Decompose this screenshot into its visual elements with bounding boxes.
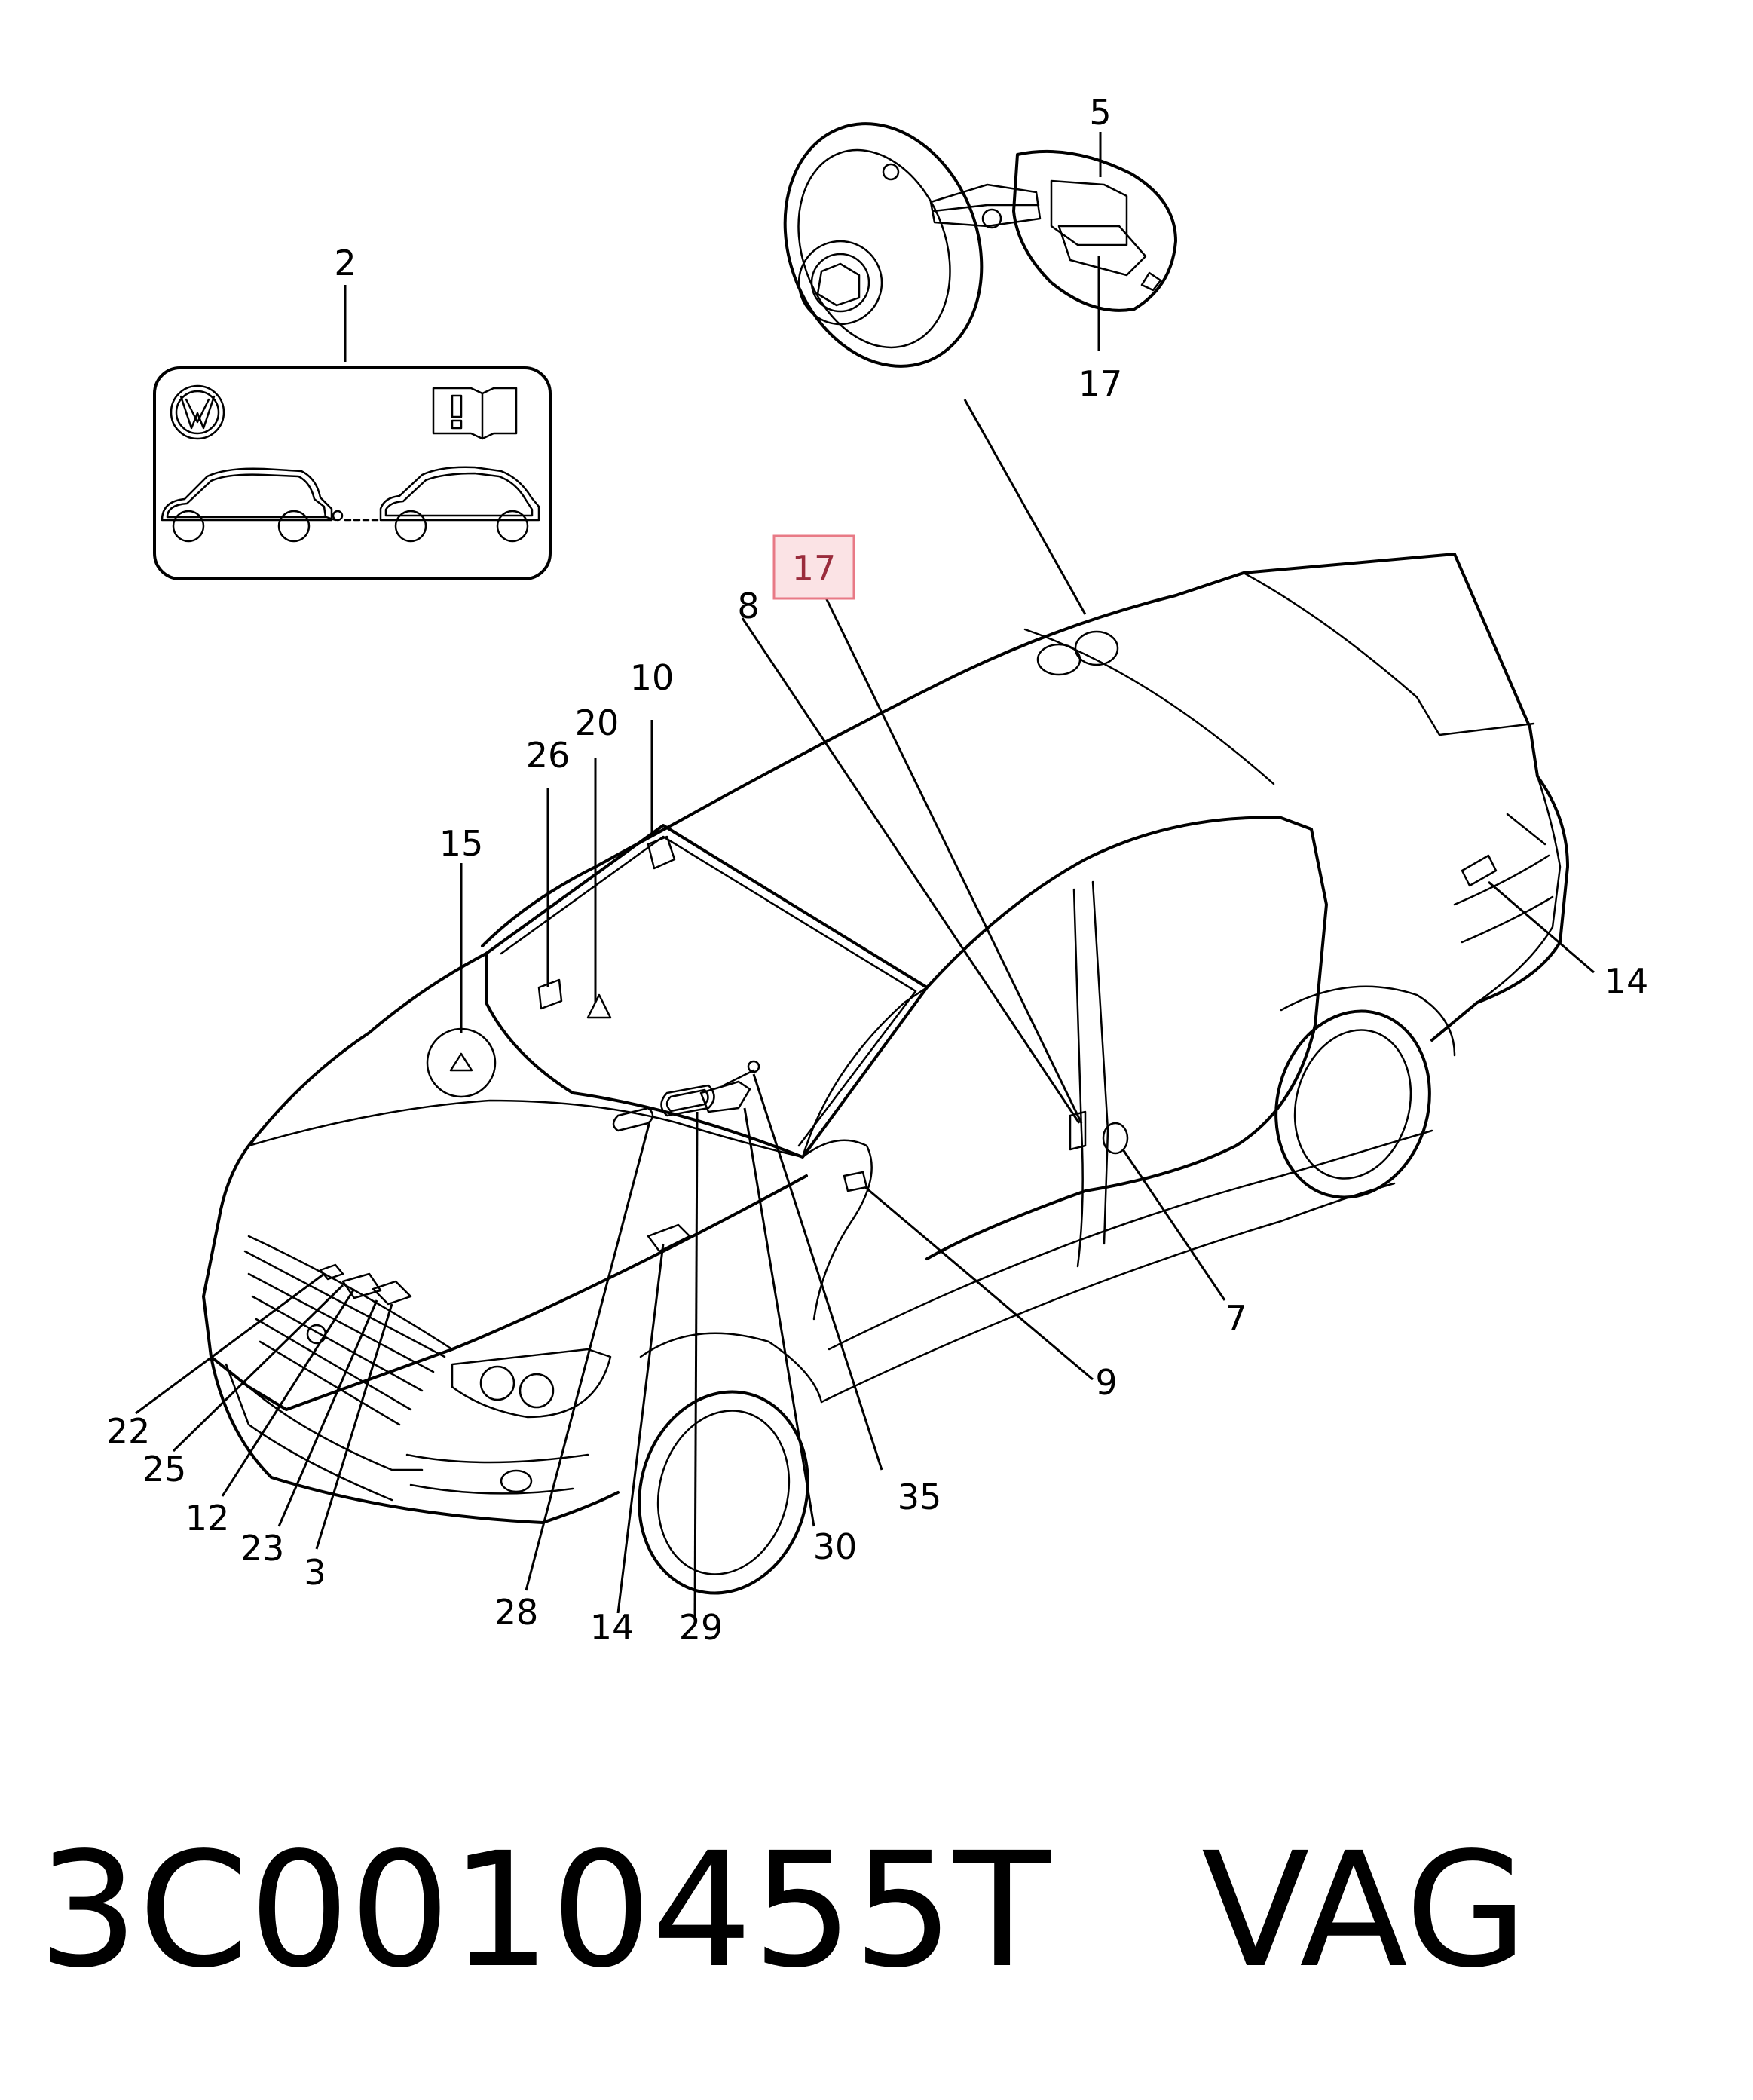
leader-lines [135,285,1595,1618]
callout-28: 28 [494,1592,539,1633]
callout-17-top: 17 [1078,363,1123,404]
vw-logo-icon [170,384,225,440]
fuel-flap-inset [783,122,1177,368]
part-number-caption: 3C0010455T VAG [38,1832,1528,1990]
callout-30: 30 [813,1526,858,1567]
callout-17-highlight: 17 [772,534,855,600]
callout-9: 9 [1095,1362,1117,1403]
car-outline [202,553,1569,1595]
callout-25: 25 [142,1449,187,1489]
callout-35: 35 [898,1477,942,1517]
manual-icon [432,387,518,440]
callout-5: 5 [1089,92,1111,133]
callout-3: 3 [304,1552,326,1593]
callout-8: 8 [737,586,759,626]
part-number: 3C0010455T [38,1818,1051,2003]
callout-15: 15 [439,823,484,864]
callout-10: 10 [630,657,675,698]
callout-14-right: 14 [1605,961,1649,1002]
callout-23: 23 [240,1528,285,1569]
callout-26: 26 [526,735,571,776]
callout-22: 22 [106,1411,151,1452]
callout-20: 20 [575,703,620,743]
callout-14-bottom: 14 [590,1607,635,1648]
callout-7: 7 [1225,1298,1247,1339]
callout-29: 29 [679,1607,724,1648]
brand-name: VAG [1201,1818,1528,2003]
callout-12: 12 [185,1498,230,1538]
callout-17-highlight-label: 17 [792,548,837,589]
callout-2: 2 [334,243,356,283]
towing-cars-icon [161,466,540,543]
sticker-inset [153,366,552,580]
